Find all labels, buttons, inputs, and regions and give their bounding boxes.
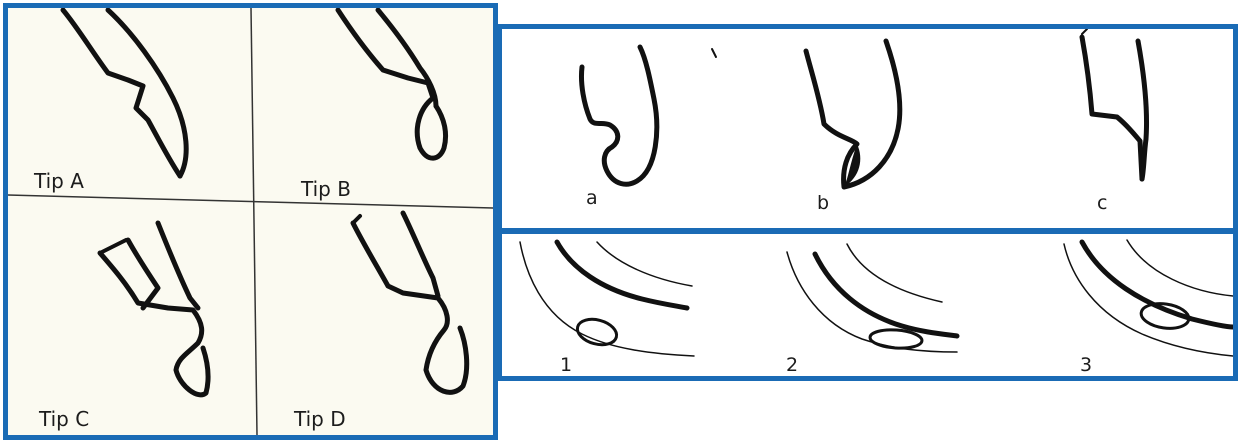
tip-d-sketch bbox=[353, 213, 467, 392]
tip-c-label: Tip C bbox=[39, 407, 89, 431]
stray-mark bbox=[712, 49, 716, 57]
position-2-label: 2 bbox=[786, 354, 798, 376]
tip-d-label: Tip D bbox=[294, 407, 346, 431]
positions-panel: 1 2 3 bbox=[497, 229, 1238, 381]
tips-panel: Tip A Tip B Tip C Tip D bbox=[3, 3, 498, 440]
shape-b-sketch bbox=[806, 41, 900, 187]
position-3-sketch bbox=[1064, 240, 1233, 356]
tip-c-sketch bbox=[100, 223, 208, 395]
shapes-drawing bbox=[502, 29, 1233, 228]
position-1-label: 1 bbox=[560, 354, 572, 376]
vertical-divider bbox=[251, 8, 257, 435]
tip-b-label: Tip B bbox=[301, 177, 351, 201]
tip-b-sketch bbox=[338, 10, 446, 158]
shape-a-label: a bbox=[586, 187, 598, 209]
tip-a-label: Tip A bbox=[34, 169, 84, 193]
positions-drawing bbox=[502, 234, 1233, 376]
shape-c-sketch bbox=[1082, 29, 1147, 179]
position-3-label: 3 bbox=[1080, 354, 1092, 376]
horizontal-divider bbox=[8, 195, 493, 208]
shape-b-label: b bbox=[817, 192, 829, 214]
shape-a-sketch bbox=[581, 47, 656, 184]
tip-a-sketch bbox=[63, 10, 186, 176]
position-2-sketch bbox=[787, 244, 957, 352]
shapes-panel: a b c bbox=[497, 24, 1238, 233]
position-1-sketch bbox=[520, 242, 694, 356]
shape-c-label: c bbox=[1097, 192, 1107, 214]
position-1-ellipse bbox=[575, 315, 620, 349]
tips-drawing bbox=[8, 8, 493, 435]
